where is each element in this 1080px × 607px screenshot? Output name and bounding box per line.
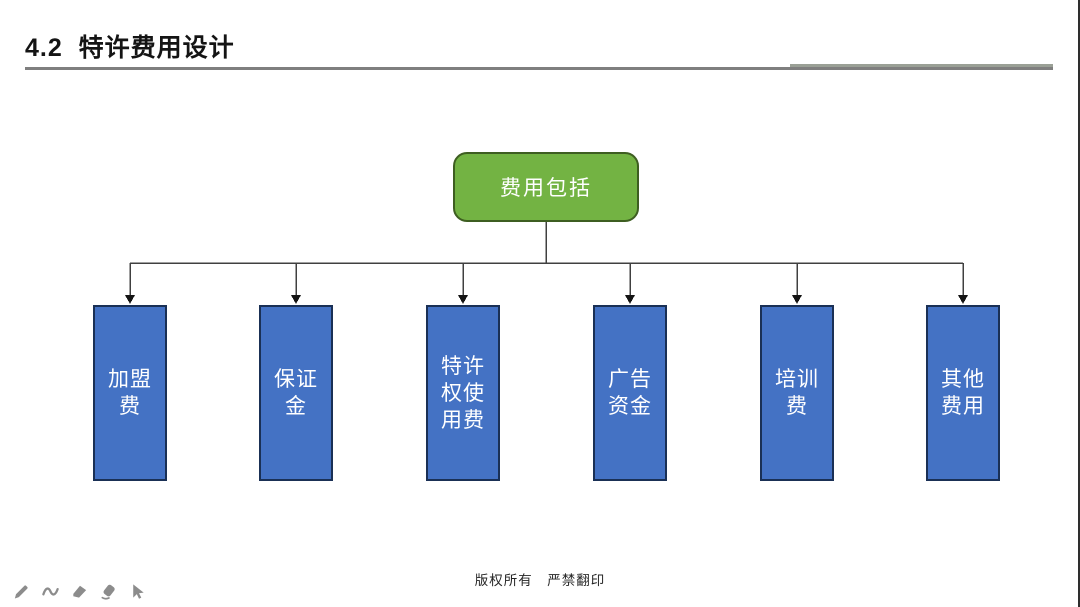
title-underline-accent [790, 64, 1053, 67]
title-underline [25, 67, 1053, 70]
annotation-toolbar [10, 580, 148, 602]
marker-icon [70, 582, 89, 601]
pen-tool-button[interactable] [10, 580, 32, 602]
diagram-node-franchise-fee: 加盟 费 [93, 305, 167, 481]
eraser-tool-button[interactable] [97, 580, 119, 602]
diagram-root-label: 费用包括 [500, 177, 592, 200]
pointer-icon [128, 582, 147, 601]
diagram-root-node: 费用包括 [453, 152, 639, 222]
slide-right-border [1078, 0, 1080, 607]
eraser-icon [99, 582, 118, 601]
copyright-notice: 版权所有 严禁翻印 [474, 573, 606, 588]
diagram-node-training-fee: 培训 费 [760, 305, 834, 481]
diagram-node-ad-fund: 广告 资金 [593, 305, 667, 481]
pointer-tool-button[interactable] [126, 580, 148, 602]
pen-icon [12, 582, 31, 601]
curve-tool-button[interactable] [39, 580, 61, 602]
marker-tool-button[interactable] [68, 580, 90, 602]
page-title: 4.2 特许费用设计 [25, 34, 235, 62]
diagram-node-deposit: 保证 金 [259, 305, 333, 481]
diagram-node-other-fees: 其他 费用 [926, 305, 1000, 481]
curve-icon [41, 582, 60, 601]
diagram-node-royalty-fee: 特许 权使 用费 [426, 305, 500, 481]
